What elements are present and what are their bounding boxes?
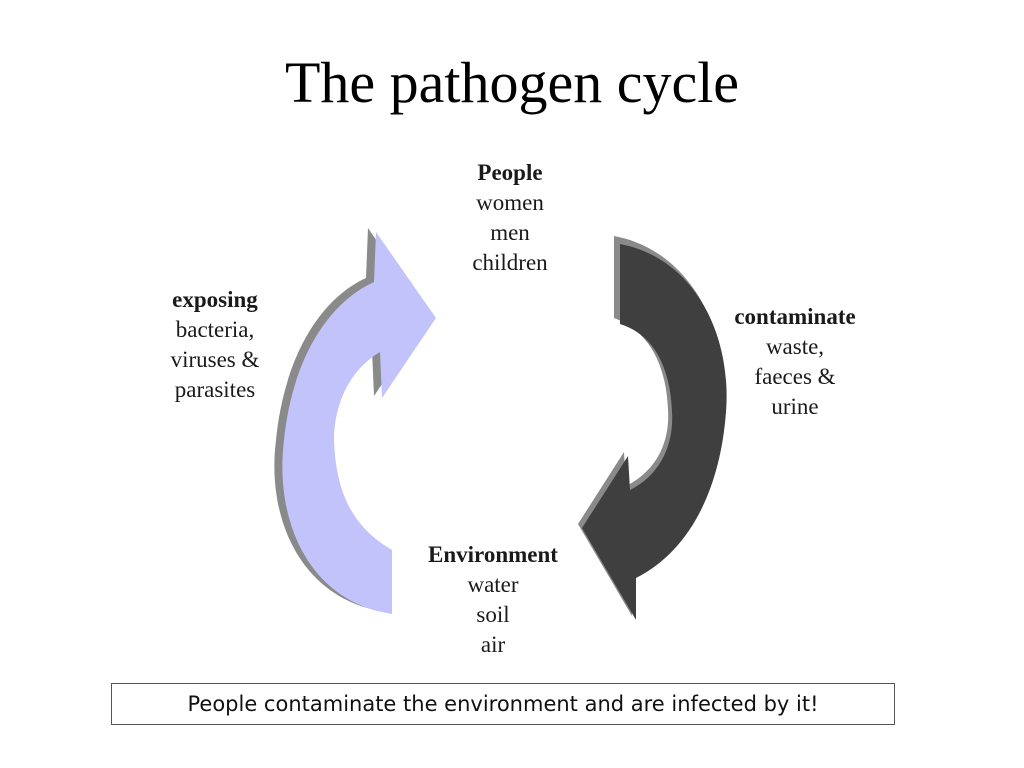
node-environment-heading: Environment bbox=[428, 542, 558, 567]
node-environment-line: soil bbox=[476, 602, 510, 627]
node-contaminate: contaminate waste, faeces & urine bbox=[712, 302, 878, 422]
node-people: People women men children bbox=[430, 158, 590, 278]
node-people-line: men bbox=[490, 220, 530, 245]
node-people-line: women bbox=[476, 190, 544, 215]
caption-box: People contaminate the environment and a… bbox=[111, 683, 895, 725]
contaminate-arrow bbox=[582, 244, 727, 620]
exposing-arrow bbox=[282, 232, 436, 614]
node-contaminate-heading: contaminate bbox=[734, 304, 856, 329]
node-exposing-heading: exposing bbox=[172, 287, 258, 312]
caption-text: People contaminate the environment and a… bbox=[187, 692, 819, 716]
node-contaminate-line: waste, bbox=[765, 334, 825, 359]
node-environment: Environment water soil air bbox=[404, 540, 582, 660]
node-contaminate-line: urine bbox=[771, 394, 819, 419]
node-exposing-line: bacteria, bbox=[175, 317, 255, 342]
node-exposing-line: viruses & bbox=[170, 347, 260, 372]
slide-title: The pathogen cycle bbox=[284, 50, 740, 115]
node-people-line: children bbox=[472, 250, 548, 275]
node-exposing: exposing bacteria, viruses & parasites bbox=[140, 285, 290, 405]
node-environment-line: air bbox=[480, 632, 506, 657]
node-environment-line: water bbox=[467, 572, 519, 597]
node-people-heading: People bbox=[477, 160, 543, 185]
node-exposing-line: parasites bbox=[174, 377, 256, 402]
node-contaminate-line: faeces & bbox=[754, 364, 836, 389]
